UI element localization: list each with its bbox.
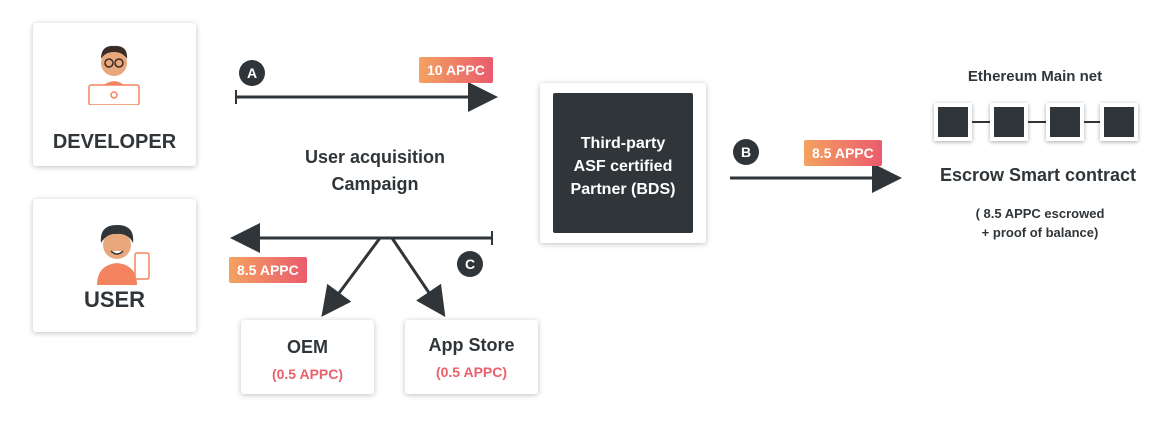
chain-block: [934, 103, 972, 141]
escrow-note: ( 8.5 APPC escrowed + proof of balance): [925, 204, 1155, 242]
user-title: USER: [83, 287, 146, 312]
user-card: USER: [33, 199, 196, 332]
arrow-to-oem: [321, 237, 382, 317]
escrow-title: Escrow Smart contract: [939, 165, 1137, 185]
developer-avatar-icon: [88, 45, 140, 105]
chain-link: [1028, 121, 1046, 123]
oem-title: OEM: [286, 337, 328, 357]
arrow-to-app-store: [390, 237, 446, 317]
chain-link: [972, 121, 990, 123]
ethereum-title: Ethereum Main net: [967, 68, 1103, 85]
amount-a-badge: 10 APPC: [419, 57, 493, 83]
partner-label: Third-party ASF certified Partner (BDS): [553, 132, 693, 201]
chain-link: [1084, 121, 1100, 123]
app-store-card: App Store (0.5 APPC): [405, 320, 538, 394]
campaign-line-1: User acquisition: [304, 147, 446, 167]
partner-line-3: Partner (BDS): [570, 181, 676, 198]
user-avatar-icon: [97, 225, 150, 285]
amount-c-badge: 8.5 APPC: [229, 257, 307, 283]
chain-block: [1046, 103, 1084, 141]
escrow-note-line-1: ( 8.5 APPC escrowed: [975, 206, 1105, 221]
app-store-title: App Store: [428, 335, 515, 355]
oem-card: OEM (0.5 APPC): [241, 320, 374, 394]
partner-line-2: ASF certified: [573, 158, 673, 175]
developer-title: DEVELOPER: [52, 131, 177, 153]
oem-fee: (0.5 APPC): [271, 366, 344, 382]
partner-card: Third-party ASF certified Partner (BDS): [540, 83, 706, 243]
chain-block: [1100, 103, 1138, 141]
step-b-marker: B: [733, 139, 759, 165]
escrow-note-line-2: + proof of balance): [981, 225, 1099, 240]
campaign-line-2: Campaign: [331, 174, 419, 194]
step-c-marker: C: [457, 251, 483, 277]
partner-box: Third-party ASF certified Partner (BDS): [553, 93, 693, 233]
developer-card: DEVELOPER: [33, 23, 196, 166]
app-store-fee: (0.5 APPC): [435, 364, 508, 380]
chain-block: [990, 103, 1028, 141]
partner-line-1: Third-party: [580, 135, 666, 152]
amount-b-badge: 8.5 APPC: [804, 140, 882, 166]
step-a-marker: A: [239, 60, 265, 86]
campaign-label: User acquisition Campaign: [275, 144, 475, 198]
